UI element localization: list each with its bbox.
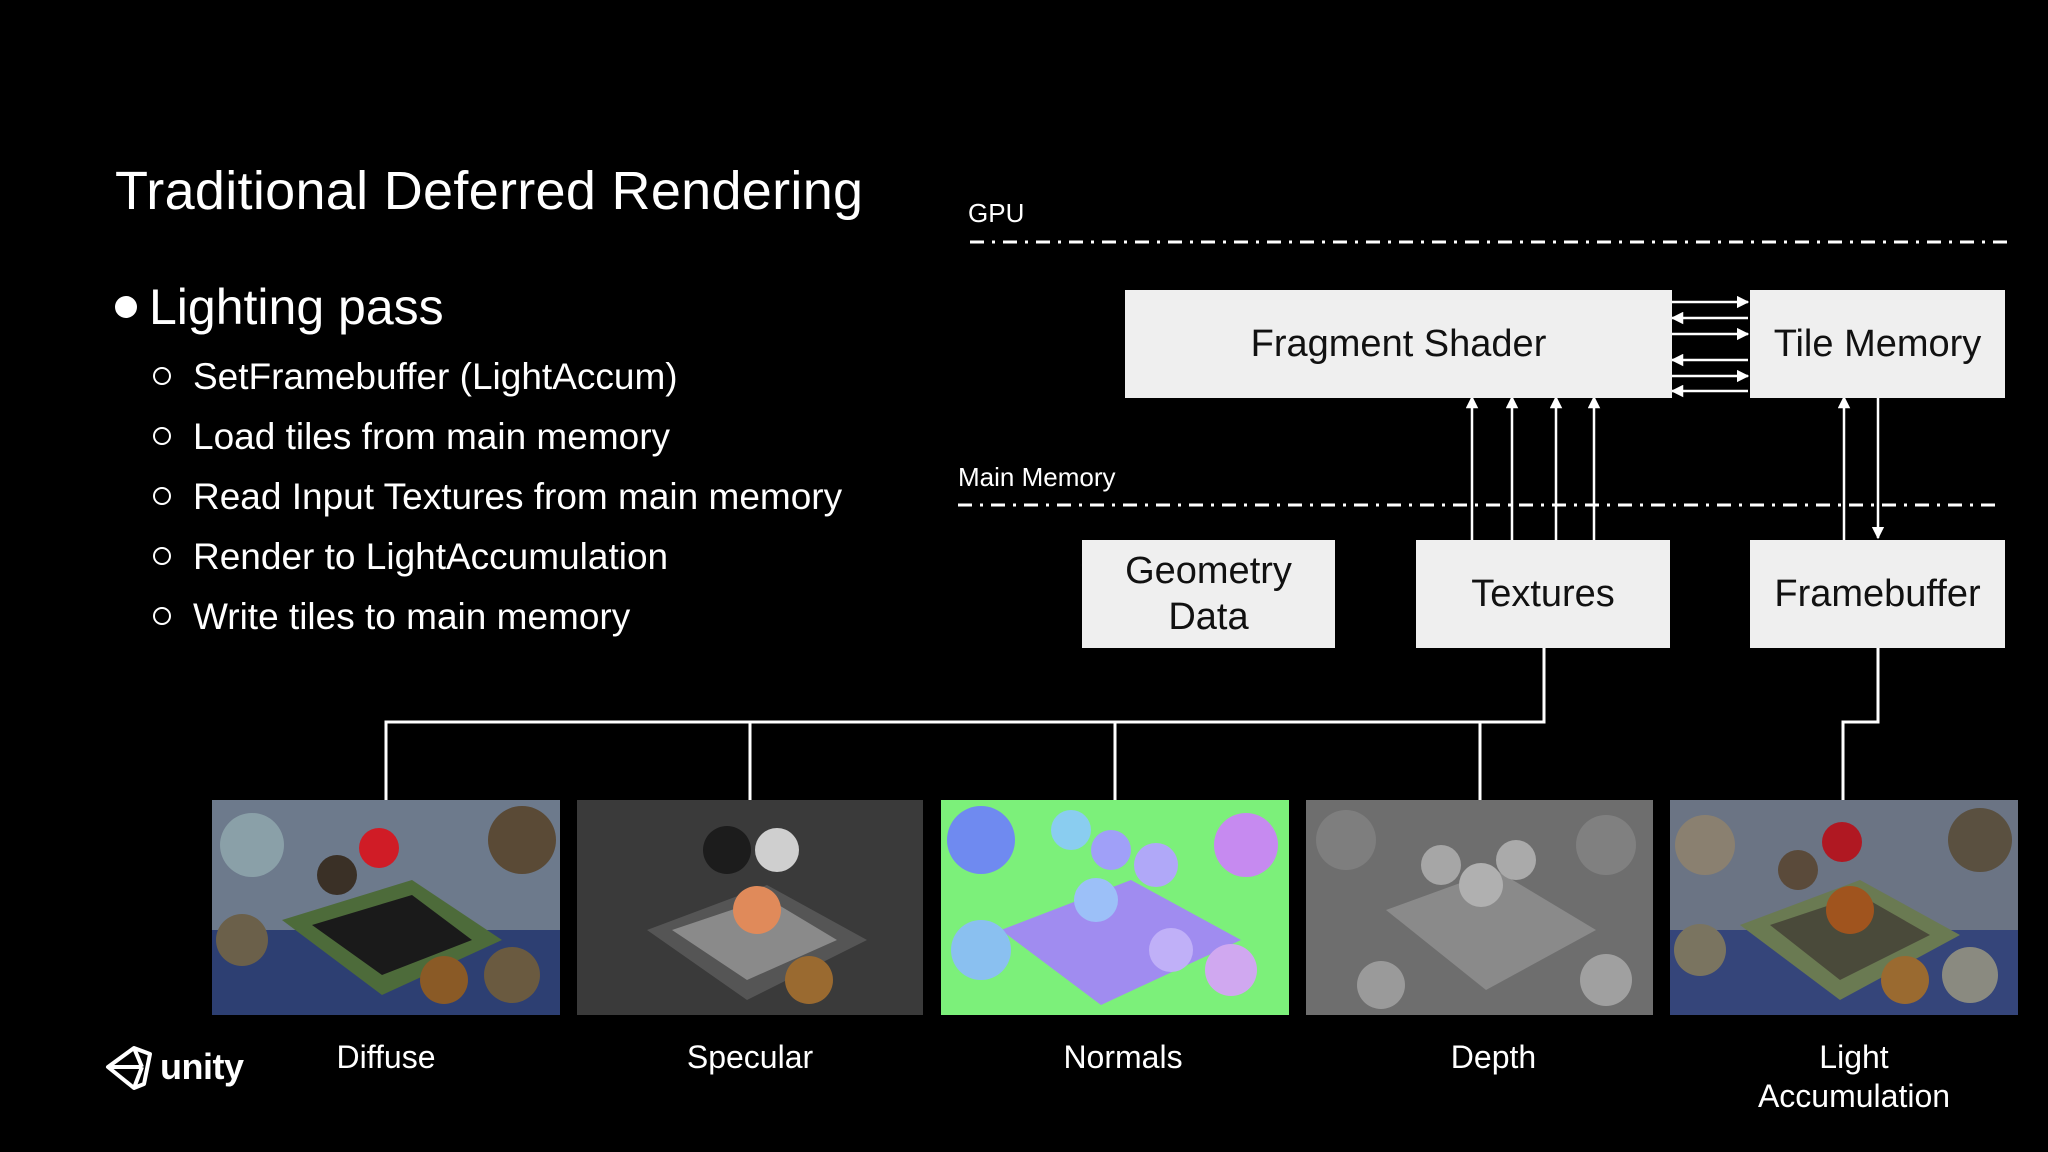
circle-bullet-icon	[153, 607, 171, 626]
shader-tile-arrows	[1670, 295, 1750, 398]
caption-specular: Specular	[686, 1039, 814, 1075]
unity-cube-icon	[106, 1046, 152, 1090]
sub-item: Read Input Textures from main memory	[153, 476, 842, 518]
sub-item: Write tiles to main memory	[153, 596, 630, 638]
textures-tree-lines	[384, 648, 1546, 800]
light-accumulation-thumbnail	[1670, 800, 2018, 1015]
framebuffer-box: Framebuffer	[1750, 540, 2005, 648]
caption-normals: Normals	[1063, 1039, 1183, 1075]
circle-bullet-icon	[153, 367, 171, 386]
bullet-lighting-pass: Lighting pass	[115, 278, 444, 336]
circle-bullet-icon	[153, 427, 171, 446]
circle-bullet-icon	[153, 487, 171, 506]
textures-box: Textures	[1416, 540, 1670, 648]
caption-light-accumulation: Light Accumulation	[1757, 1039, 1951, 1114]
unity-wordmark: unity	[160, 1046, 244, 1087]
slide-title: Traditional Deferred Rendering	[115, 161, 864, 221]
main-memory-label: Main Memory	[958, 462, 1116, 492]
unity-logo: unity	[104, 1044, 244, 1090]
bullet-label: Lighting pass	[149, 279, 444, 335]
fragment-shader-box: Fragment Shader	[1125, 290, 1672, 398]
bullet-dot-icon	[115, 295, 137, 318]
caption-diffuse: Diffuse	[336, 1039, 436, 1075]
texture-read-arrows	[1465, 395, 1601, 540]
specular-thumbnail	[577, 800, 923, 1015]
caption-depth: Depth	[1450, 1039, 1537, 1075]
geometry-data-box: Geometry Data	[1082, 540, 1335, 648]
sub-item: Render to LightAccumulation	[153, 536, 668, 578]
depth-thumbnail	[1306, 800, 1653, 1015]
tile-memory-box: Tile Memory	[1750, 290, 2005, 398]
framebuffer-link-line	[1841, 648, 1880, 800]
gpu-label: GPU	[968, 198, 1025, 228]
sub-item: Load tiles from main memory	[153, 416, 670, 458]
circle-bullet-icon	[153, 547, 171, 566]
diffuse-thumbnail	[212, 800, 560, 1015]
sub-item: SetFramebuffer (LightAccum)	[153, 356, 678, 398]
normals-thumbnail	[941, 800, 1289, 1015]
framebuffer-tile-arrows	[1837, 395, 1885, 540]
